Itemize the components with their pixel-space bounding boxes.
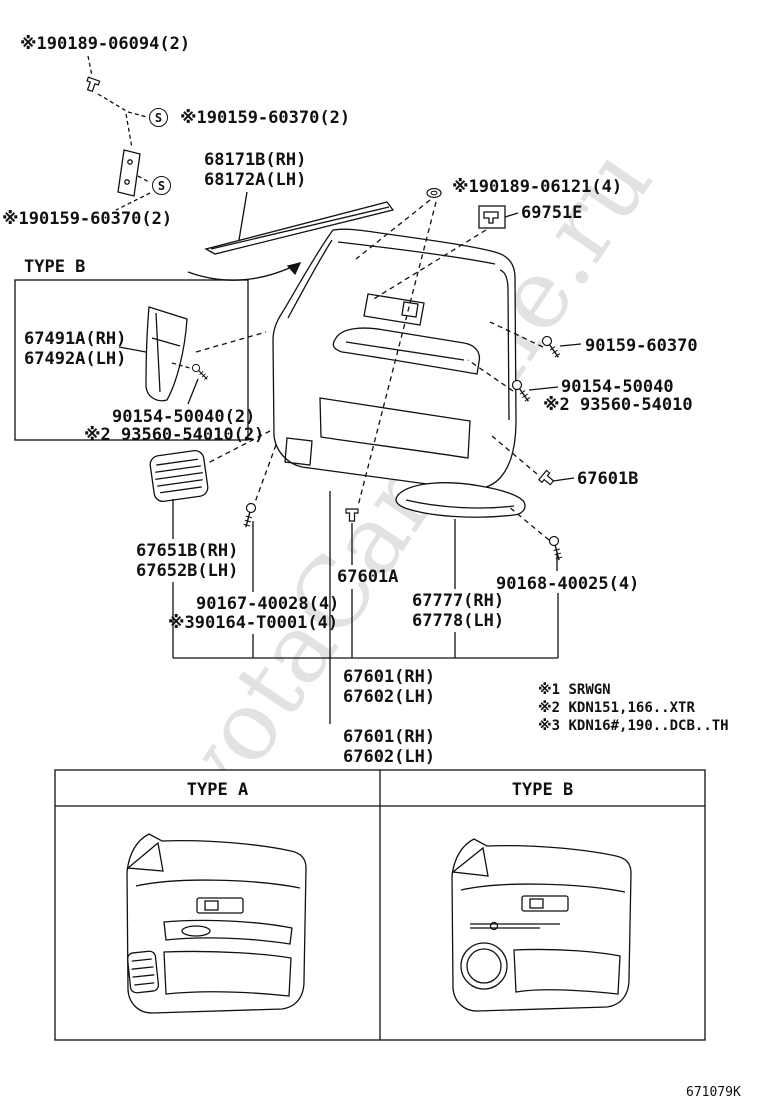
doc-code: 671079K	[686, 1085, 741, 1100]
type-a-door-drawing	[126, 833, 307, 1014]
s-symbol: S	[152, 176, 171, 195]
weatherstrip-drawing	[204, 201, 395, 255]
part-label-67492a: 67492A(LH)	[24, 349, 127, 369]
part-label-68172a: 68172A(LH)	[204, 170, 307, 190]
s-symbol: S	[149, 108, 168, 127]
leader-corner-screw	[187, 378, 199, 405]
dash-line	[357, 201, 437, 507]
part-label-93560-54010-2: ※2 93560-54010(2)	[84, 425, 265, 445]
part-label-90154-50040: 90154-50040	[561, 377, 674, 397]
dash-line	[137, 175, 150, 183]
corner-trim-drawing	[145, 306, 188, 402]
leader-corner-trim	[118, 346, 147, 353]
part-label-67778: 67778(LH)	[412, 611, 505, 631]
comparison-header-type-a: TYPE A	[186, 780, 249, 800]
part-label-67491a: 67491A(RH)	[24, 329, 127, 349]
screw-icon-typeb	[191, 363, 209, 381]
nut-icon-90189	[426, 187, 442, 199]
dash-line	[507, 505, 550, 541]
part-label-67652b: 67652B(LH)	[136, 561, 239, 581]
part-label-93560-54010: ※2 93560-54010	[543, 395, 693, 415]
dash-line	[371, 229, 487, 301]
leader-90159	[559, 343, 582, 347]
part-label-67601a: 67601A	[337, 567, 399, 587]
type-b-door-drawing	[451, 838, 632, 1012]
part-label-90168-40025: 90168-40025(4)	[496, 574, 640, 594]
legend-note-2: ※2 KDN151,166..XTR	[538, 700, 695, 716]
part-label-90189-06121: ※190189-06121(4)	[452, 177, 623, 197]
part-label-67651b: 67651B(RH)	[136, 541, 239, 561]
part-label-68171b: 68171B(RH)	[204, 150, 307, 170]
dash-line	[171, 362, 191, 369]
comparison-header-type-b: TYPE B	[511, 780, 574, 800]
leader-weatherstrip	[238, 191, 248, 241]
leader-top-clip	[87, 55, 93, 77]
part-label-90159-60370-right: 90159-60370	[585, 336, 698, 356]
dash-line	[355, 199, 431, 260]
grille-drawing	[149, 449, 209, 503]
part-label-90159-60370-left: ※190159-60370(2)	[2, 209, 173, 229]
part-label-90159-60370-top: ※190159-60370(2)	[180, 108, 351, 128]
dash-line	[253, 444, 277, 506]
armrest-drawing	[395, 482, 526, 518]
clip-icon-top	[83, 76, 101, 94]
leader-67601b	[552, 477, 575, 482]
install-arrowhead	[286, 262, 302, 276]
dash-line	[205, 430, 271, 465]
dash-line	[125, 113, 133, 149]
clip-icon-67601a	[345, 508, 359, 522]
dash-line	[115, 192, 151, 211]
dash-line	[127, 111, 148, 118]
part-label-90189-06094: ※190189-06094(2)	[20, 34, 191, 54]
part-label-90154-50040-2: 90154-50040(2)	[112, 407, 256, 427]
part-label-67601b: 67601B	[577, 469, 639, 489]
screw-icon-90159	[539, 335, 564, 359]
retainer-bracket-drawing	[117, 149, 141, 197]
install-arrow	[187, 262, 301, 281]
part-label-67602-lh: 67602(LH)	[343, 687, 436, 707]
clip-69751e-drawing	[478, 205, 506, 229]
legend-note-3: ※3 KDN16#,190..DCB..TH	[538, 718, 729, 734]
door-panel-drawing	[272, 228, 517, 491]
leader-90154	[528, 386, 559, 391]
part-label-67601-rh: 67601(RH)	[343, 667, 436, 687]
part-label-90167-40028: 90167-40028(4)	[196, 594, 340, 614]
legend-note-1: ※1 SRWGN	[538, 682, 611, 698]
part-label-67601-rh-2: 67601(RH)	[343, 727, 436, 747]
typeb-inset-title: TYPE B	[24, 257, 86, 277]
part-label-67602-lh-2: 67602(LH)	[343, 747, 436, 767]
part-label-69751e: 69751E	[521, 203, 583, 223]
part-label-67777: 67777(RH)	[412, 591, 505, 611]
typeb-inset-box	[14, 279, 249, 441]
dash-line	[489, 321, 544, 348]
clip-icon-67601b	[538, 469, 557, 489]
screw-icon-90167	[235, 501, 264, 529]
dash-line	[195, 331, 267, 353]
part-label-90164-t0001: ※390164-T0001(4)	[168, 613, 339, 633]
dash-line	[467, 359, 514, 392]
dash-line	[97, 93, 129, 113]
dash-line	[491, 435, 538, 475]
leader-69751e	[504, 212, 519, 218]
